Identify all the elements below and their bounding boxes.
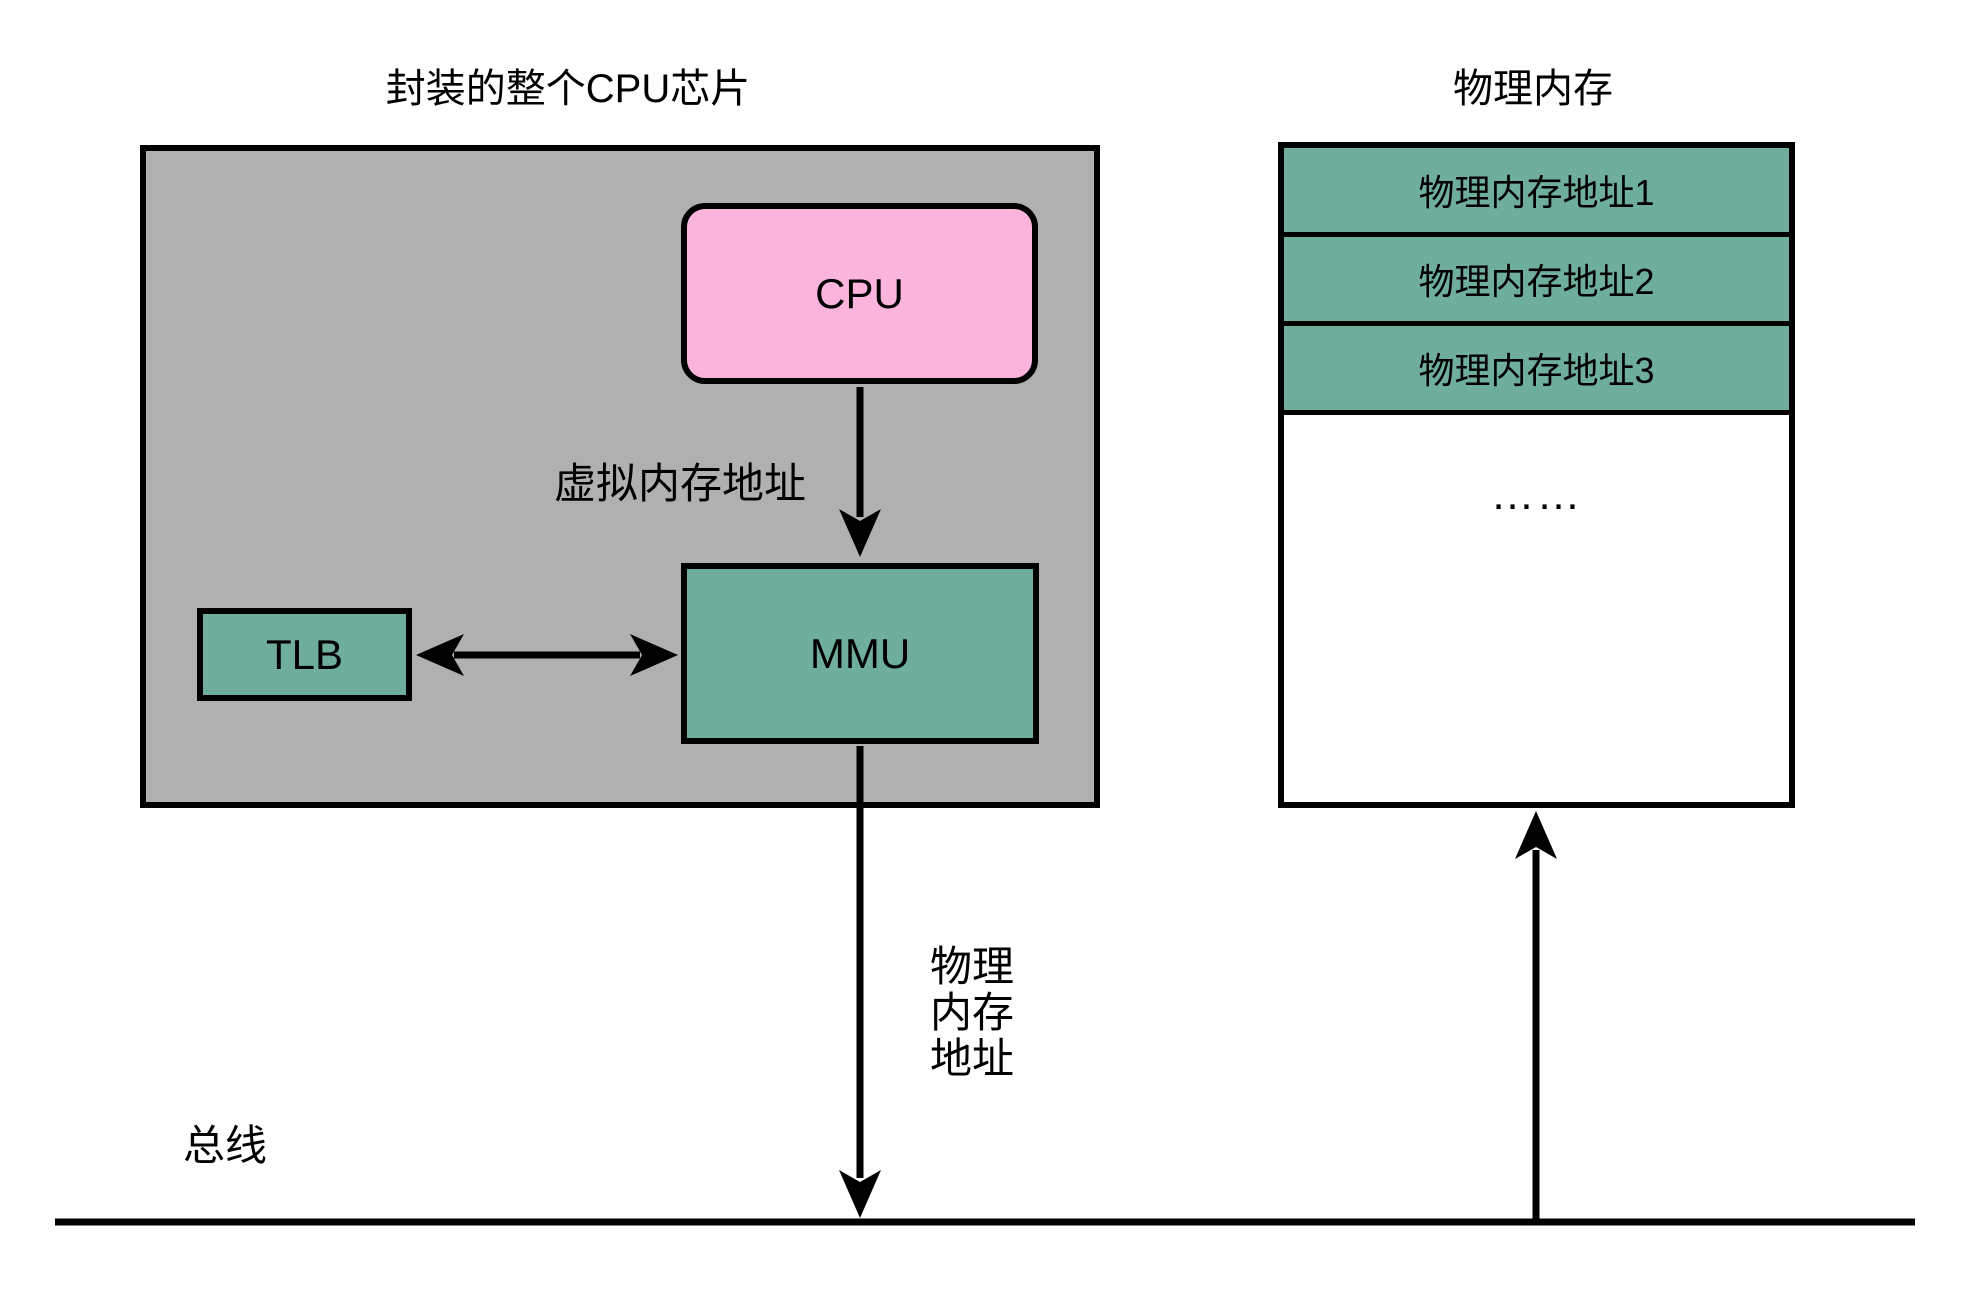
bus-label: 总线 bbox=[183, 1122, 268, 1169]
virtual-address-label: 虚拟内存地址 bbox=[553, 460, 806, 507]
cpu-label: CPU bbox=[815, 269, 904, 317]
physical-memory-title: 物理内存 bbox=[1453, 67, 1613, 111]
cpu-box: CPU bbox=[681, 203, 1038, 384]
memory-row-label: 物理内存地址3 bbox=[1418, 350, 1655, 391]
physical-memory-box: 物理内存地址1 物理内存地址2 物理内存地址3 …… bbox=[1278, 142, 1795, 808]
tlb-mmu-double-arrow bbox=[416, 634, 678, 676]
bus-to-memory-arrow bbox=[1515, 811, 1557, 1222]
tlb-box: TLB bbox=[197, 608, 412, 701]
cpu-to-mmu-arrow bbox=[839, 387, 881, 557]
physical-address-line: 地址 bbox=[930, 1035, 1015, 1082]
memory-row-label: 物理内存地址1 bbox=[1418, 172, 1655, 213]
physical-address-label: 物理 内存 地址 bbox=[930, 944, 1014, 1082]
memory-row-label: 物理内存地址2 bbox=[1418, 261, 1655, 302]
tlb-label: TLB bbox=[265, 630, 344, 678]
mmu-label: MMU bbox=[809, 629, 911, 677]
memory-row: 物理内存地址3 bbox=[1284, 326, 1789, 415]
mmu-box: MMU bbox=[681, 563, 1039, 744]
memory-row: 物理内存地址2 bbox=[1284, 237, 1789, 326]
physical-address-line: 物理 bbox=[930, 943, 1015, 990]
physical-address-line: 内存 bbox=[930, 989, 1015, 1036]
cpu-chip-title: 封装的整个CPU芯片 bbox=[385, 67, 751, 111]
memory-ellipsis: …… bbox=[1490, 470, 1583, 519]
memory-row: 物理内存地址1 bbox=[1284, 148, 1789, 237]
mmu-to-bus-arrow bbox=[839, 746, 881, 1218]
